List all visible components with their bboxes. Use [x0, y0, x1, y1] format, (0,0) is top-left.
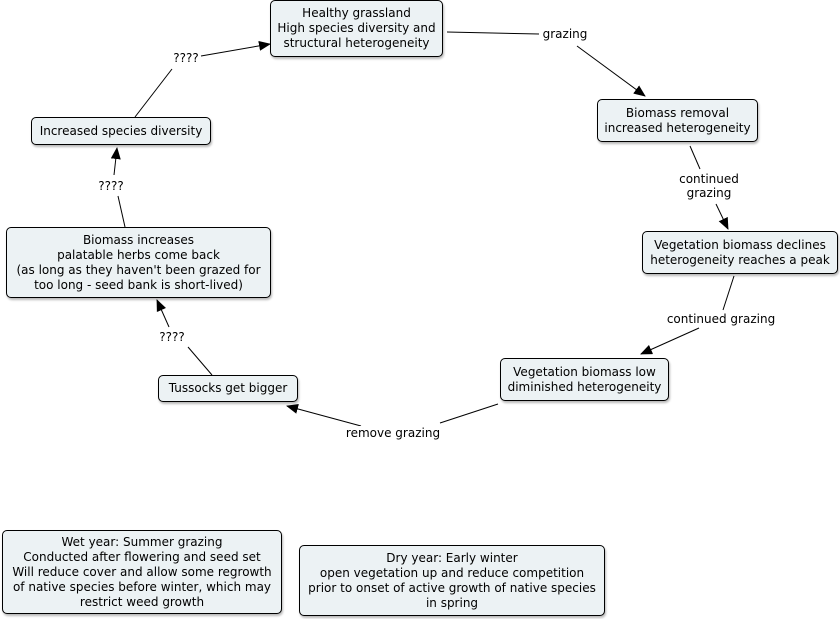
link-label-unknown: ???? [171, 51, 201, 65]
node-text-line: Tussocks get bigger [168, 381, 288, 395]
node-text-line: Will reduce cover and allow some regrowt… [12, 564, 272, 579]
node-text-line: Wet year: Summer grazing [61, 534, 223, 549]
node-text-line: palatable herbs come back [57, 247, 220, 262]
node-biomass-increases[interactable]: Biomass increases palatable herbs come b… [6, 227, 271, 298]
link-arrow-continued-declines [715, 203, 729, 230]
node-text-line: of native species before winter, which m… [12, 579, 272, 594]
node-text-line: in spring [425, 595, 479, 610]
link-label-unknown: ???? [157, 330, 187, 344]
link-label-continued-grazing: continued grazing [677, 172, 741, 200]
node-text-line: Dry year: Early winter [386, 550, 518, 565]
node-increased-species-diversity[interactable]: Increased species diversity [31, 117, 211, 145]
link-label-grazing: grazing [540, 27, 590, 41]
link-line-declines-continued [722, 275, 735, 311]
node-text-line: Healthy grassland [302, 6, 411, 20]
node-healthy-grassland[interactable]: Healthy grassland High species diversity… [270, 0, 443, 57]
link-label-line: ???? [159, 330, 185, 344]
node-dry-year[interactable]: Dry year: Early winter open vegetation u… [299, 545, 605, 616]
link-label-line: continued [679, 172, 739, 186]
node-wet-year[interactable]: Wet year: Summer grazing Conducted after… [2, 530, 282, 614]
node-text-line: (as long as they haven't been grazed for [16, 262, 261, 277]
link-label-line: ???? [98, 179, 124, 193]
link-label-unknown: ???? [96, 179, 126, 193]
link-line-increases-unknown [117, 195, 126, 228]
node-text-line: increased heterogeneity [604, 120, 751, 135]
link-label-line: ???? [173, 51, 199, 65]
link-arrow-continued-low [640, 327, 700, 355]
node-text-line: Vegetation biomass low [513, 364, 656, 379]
node-vegetation-biomass-low[interactable]: Vegetation biomass low diminished hetero… [500, 358, 669, 401]
node-text-line: diminished heterogeneity [507, 379, 662, 394]
node-text-line: Biomass removal [625, 105, 730, 120]
node-tussocks-get-bigger[interactable]: Tussocks get bigger [158, 375, 298, 402]
node-vegetation-biomass-declines[interactable]: Vegetation biomass declines heterogeneit… [642, 231, 838, 274]
node-text-line: too long - seed bank is short-lived) [34, 277, 243, 292]
link-label-line: grazing [542, 27, 588, 41]
link-line-removal-continued [689, 145, 701, 170]
node-text-line: Biomass increases [82, 232, 195, 247]
node-text-line: heterogeneity reaches a peak [650, 252, 830, 267]
link-arrow-remove-tussocks [286, 404, 362, 427]
link-label-line: remove grazing [345, 426, 441, 440]
node-text-line: structural heterogeneity [283, 36, 430, 50]
link-line-low-remove [439, 403, 499, 424]
node-text-line: restrict weed growth [79, 594, 205, 609]
node-text-line: open vegetation up and reduce competitio… [319, 565, 585, 580]
link-arrow-unknown-biomass-increases [156, 299, 170, 328]
node-text-line: Vegetation biomass declines [654, 237, 826, 252]
link-arrow-grazing-biomass-removal [576, 45, 646, 97]
node-text-line: High species diversity and [277, 21, 436, 35]
node-text-line: Conducted after flowering and seed set [23, 549, 261, 564]
link-label-line: grazing [686, 186, 732, 200]
link-line-diversity-unknown [134, 68, 173, 118]
link-label-remove-grazing: remove grazing [343, 426, 443, 440]
link-label-continued-grazing: continued grazing [664, 312, 778, 326]
node-text-line: Increased species diversity [39, 123, 203, 138]
link-line-healthy-grazing [446, 31, 540, 35]
link-arrow-unknown-species-diversity [110, 147, 121, 176]
node-biomass-removal[interactable]: Biomass removal increased heterogeneity [597, 99, 758, 142]
link-line-tussocks-unknown [187, 346, 213, 376]
link-label-line: continued grazing [666, 312, 776, 326]
link-arrow-unknown-healthy [200, 40, 271, 57]
node-text-line: prior to onset of active growth of nativ… [308, 580, 596, 595]
